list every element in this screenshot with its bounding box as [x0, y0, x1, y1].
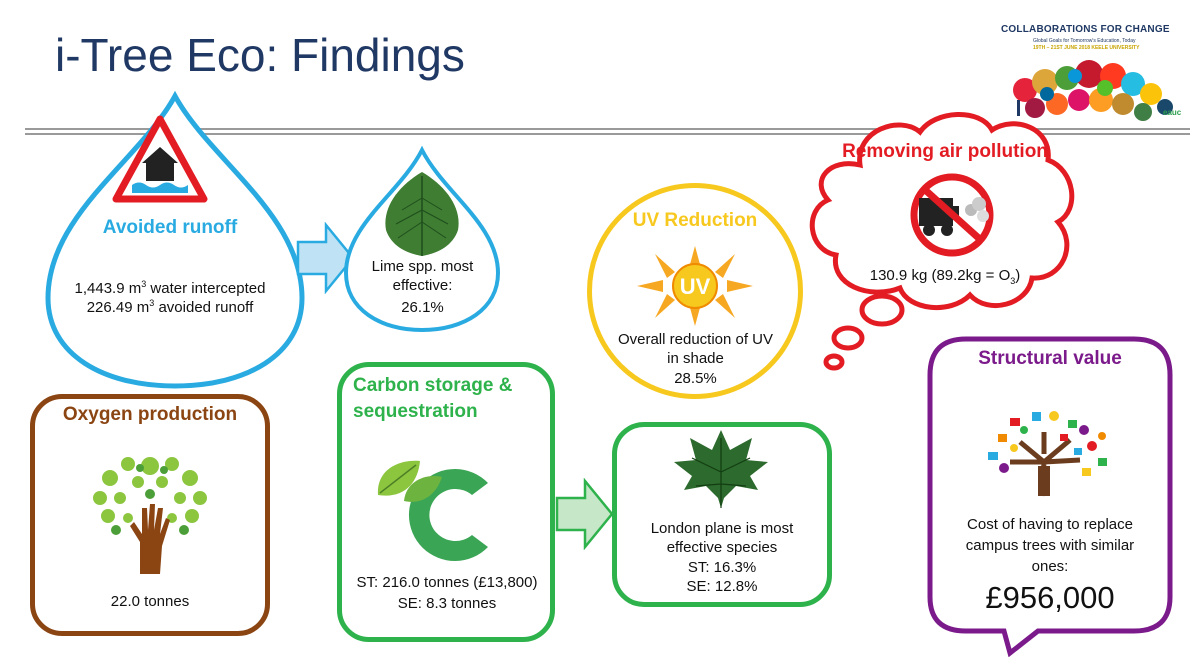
- air-value: 130.9 kg (89.2kg = O3): [835, 266, 1055, 291]
- runoff-avoided: 226.49 m3 avoided runoff: [45, 294, 295, 317]
- carbon-heading-line2: sequestration: [353, 401, 478, 422]
- arrow-right-icon: [296, 222, 355, 294]
- carbon-se: SE: 8.3 tonnes: [397, 595, 497, 612]
- runoff-heading: Avoided runoff: [102, 217, 238, 238]
- logo-title: COLLABORATIONS FOR CHANGE: [1001, 24, 1170, 35]
- sdg-circle-icons: [1013, 60, 1173, 121]
- title-divider-bottom: [25, 133, 1190, 135]
- uv-percent: 28.5%: [674, 370, 717, 387]
- structural-line1: Cost of having to replace: [967, 516, 1133, 533]
- conference-logo: COLLABORATIONS FOR CHANGE Global Goals f…: [985, 22, 1190, 122]
- uv-badge-text: UV: [680, 274, 711, 299]
- uv-heading: UV Reduction: [632, 210, 758, 231]
- carbon-box: [337, 362, 555, 642]
- plane-line1: London plane is most: [650, 520, 794, 537]
- plane-line2: effective species: [666, 539, 778, 556]
- logo-dates: 19TH – 21ST JUNE 2018 KEELE UNIVERSITY: [1033, 45, 1140, 51]
- avoided-runoff-value: 226.49 m: [86, 299, 150, 316]
- air-value-suffix: ): [1015, 267, 1021, 284]
- runoff-water-intercepted: 1,443.9 m3 water intercepted: [45, 275, 295, 298]
- ozone-subscript: 3: [1010, 276, 1016, 286]
- water-intercepted-value: 1,443.9 m: [74, 280, 142, 297]
- air-heading: Removing air pollution: [842, 141, 1048, 162]
- structural-tree-icon: [988, 411, 1107, 497]
- title-divider-top: [25, 128, 1190, 130]
- logo-mark: eauc: [1163, 108, 1182, 117]
- structural-value: £956,000: [985, 580, 1115, 615]
- no-exhaust-icon: [910, 173, 994, 257]
- lime-line2: effective:: [392, 277, 453, 294]
- lime-leaf-icon: [385, 172, 459, 256]
- carbon-st: ST: 216.0 tonnes (£13,800): [356, 574, 538, 591]
- avoided-runoff-label: avoided runoff: [158, 299, 254, 316]
- unit-exponent: 3: [141, 279, 147, 289]
- flood-warning-icon: [112, 115, 208, 203]
- oxygen-heading: Oxygen production: [62, 404, 238, 425]
- uv-line1: Overall reduction of UV: [617, 331, 774, 348]
- structural-line3: ones:: [1031, 558, 1069, 575]
- air-value-prefix: 130.9 kg (89.2kg = O: [869, 267, 1011, 284]
- oxygen-tree-hand-icon: [93, 457, 207, 574]
- lime-percent: 26.1%: [401, 299, 444, 316]
- carbon-c-leaf-icon: [377, 460, 488, 561]
- runoff-drop-shape: [45, 90, 305, 389]
- uv-sun-icon: UV: [637, 246, 753, 326]
- structural-line2: campus trees with similar: [965, 537, 1135, 554]
- carbon-heading-line1: Carbon storage &: [353, 375, 513, 396]
- structural-heading: Structural value: [978, 348, 1122, 369]
- oxygen-value: 22.0 tonnes: [110, 593, 190, 610]
- plane-st: ST: 16.3%: [687, 559, 757, 576]
- logo-subtitle: Global Goals for Tomorrow's Education, T…: [1033, 38, 1136, 44]
- page-title: i-Tree Eco: Findings: [55, 29, 465, 81]
- plane-leaf-icon: [674, 430, 768, 508]
- arrow-right-icon: [555, 478, 614, 550]
- lime-line1: Lime spp. most: [371, 258, 474, 275]
- uv-line2: in shade: [667, 350, 724, 367]
- water-intercepted-label: water intercepted: [150, 280, 266, 297]
- unit-exponent: 3: [149, 298, 155, 308]
- plane-se: SE: 12.8%: [686, 578, 758, 595]
